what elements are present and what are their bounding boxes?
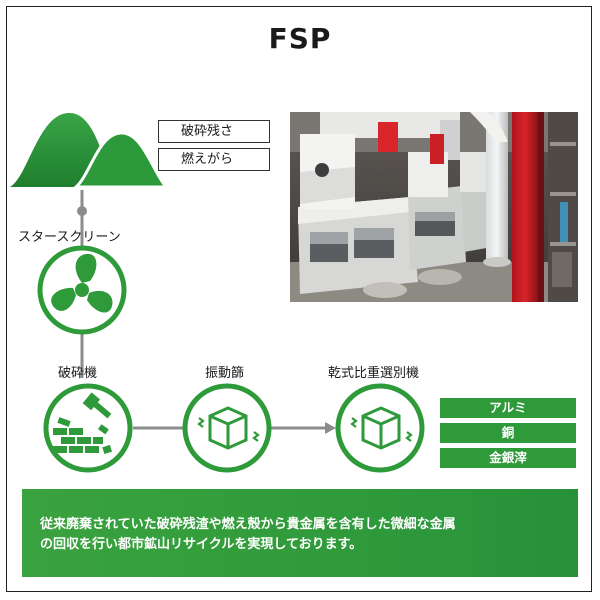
label-dry-gravity-separator: 乾式比重選別機: [328, 366, 420, 381]
diagram-title: FSP: [268, 22, 332, 55]
bricks-hammer-icon: [53, 392, 113, 455]
input-tag-cinders: 燃えがら: [158, 148, 270, 171]
flow-node-dot: [77, 206, 87, 216]
crusher-node: [43, 383, 133, 473]
input-tag-crushed-residue: 破砕残さ: [158, 120, 270, 143]
star-screen-node: [37, 245, 127, 335]
description-line-2: の回収を行い都市鉱山リサイクルを実現しております。: [40, 537, 363, 552]
dry-gravity-separator-node: [335, 383, 425, 473]
label-vibrating-sieve: 振動篩: [205, 366, 245, 381]
label-star-screen: スタースクリーン: [18, 230, 121, 245]
output-badge-aluminum: アルミ: [440, 398, 576, 418]
vibrating-sieve-node: [182, 383, 272, 473]
output-badge-gold-silver-slag: 金銀滓: [440, 448, 576, 468]
fan-icon: [51, 253, 113, 313]
vibrating-box-icon: [350, 406, 413, 450]
flow-arrow-head: [325, 422, 336, 434]
diagram-frame: [6, 6, 592, 592]
description-banner: 従来廃棄されていた破砕残渣や燃え殻から貴金属を含有した微細な金属 の回収を行い都…: [22, 489, 578, 577]
label-crusher: 破砕機: [58, 366, 98, 381]
waste-pile-icon: [10, 112, 170, 189]
output-badge-copper: 銅: [440, 423, 576, 443]
description-line-1: 従来廃棄されていた破砕残渣や燃え殻から貴金属を含有した微細な金属: [40, 517, 456, 532]
factory-photo: [290, 112, 578, 302]
vibrating-box-icon: [197, 406, 260, 450]
